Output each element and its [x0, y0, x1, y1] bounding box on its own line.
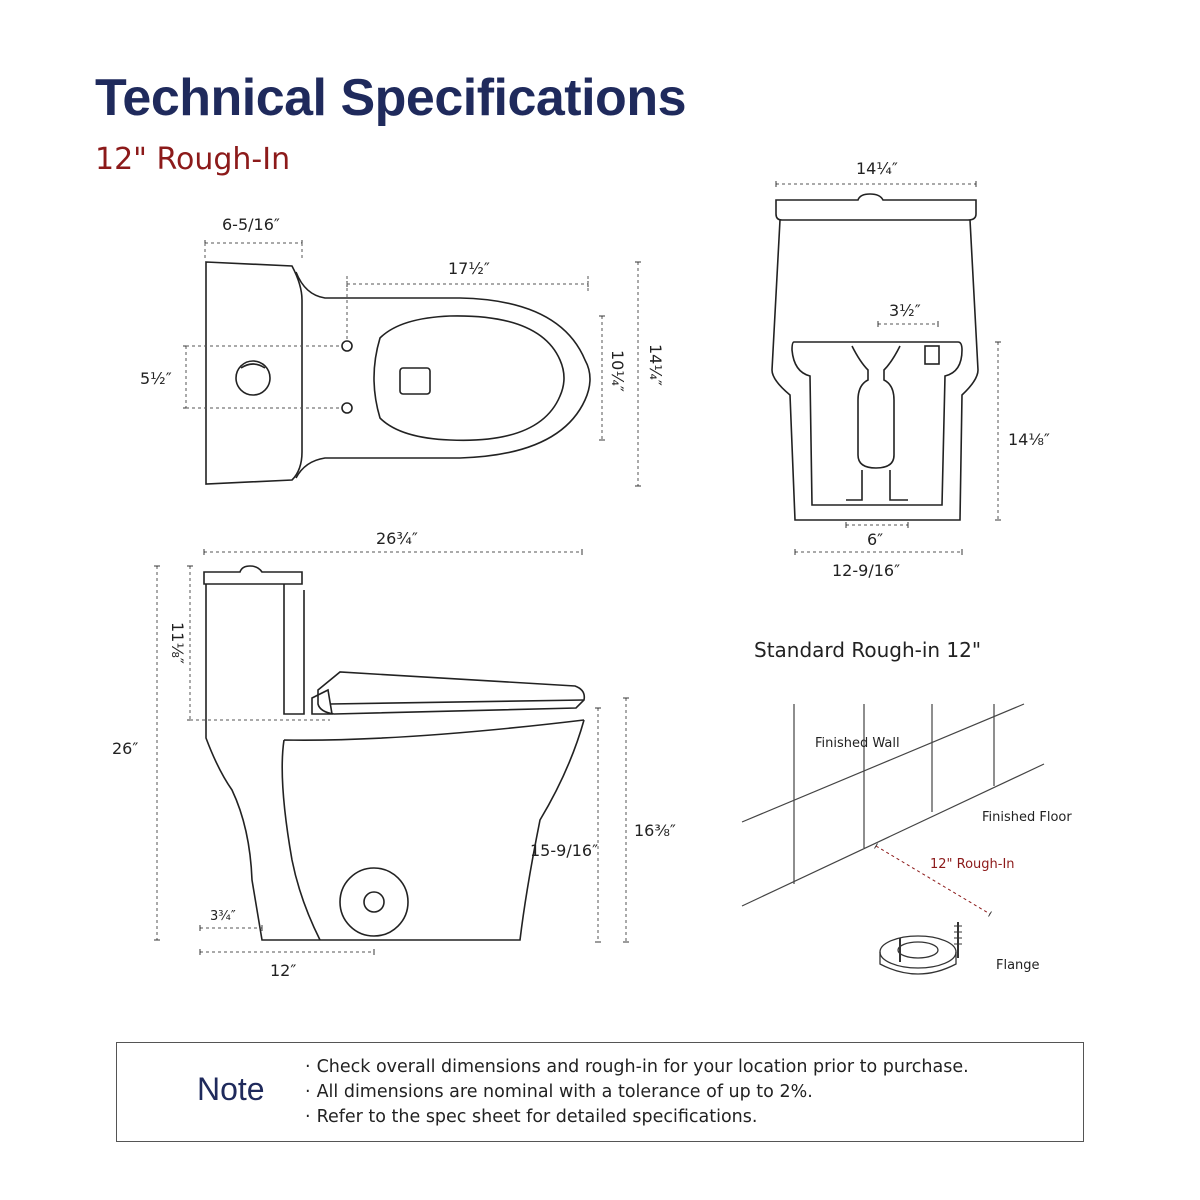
top-flush-button [235, 360, 271, 396]
side-tank-body [205, 584, 585, 941]
side-view-dims [154, 549, 629, 955]
front-dim-base-height: 14⅛″ [1008, 430, 1050, 449]
side-seat [317, 671, 586, 715]
top-bolt-hole-2 [341, 402, 353, 414]
side-dim-seat-height: 16⅜″ [634, 821, 676, 840]
side-dim-bowl-height: 15-9/16″ [530, 841, 598, 860]
note-item: Check overall dimensions and rough-in fo… [305, 1055, 969, 1080]
note-item: All dimensions are nominal with a tolera… [305, 1080, 969, 1105]
front-body-outline [771, 219, 979, 521]
top-dim-seat-width: 10¼″ [608, 350, 627, 392]
top-seat-outline [373, 315, 565, 442]
top-dim-bowl-length: 17½″ [448, 259, 490, 278]
front-fill-valve [924, 345, 940, 365]
top-dim-tank-width: 6-5/16″ [222, 215, 280, 234]
front-dim-valve-spacing: 3½″ [889, 301, 921, 320]
rough-in-wall-label: Finished Wall [815, 736, 900, 751]
side-dim-rough-in: 12″ [270, 961, 296, 980]
front-dim-base-width: 12-9/16″ [832, 561, 900, 580]
page-title: Technical Specifications [95, 69, 687, 127]
top-drain [399, 367, 431, 395]
rough-in-diagram [741, 703, 1045, 907]
top-view-dims [183, 240, 641, 487]
front-trapway [851, 345, 901, 469]
side-drain-inner [363, 891, 385, 913]
side-drain-outer [339, 867, 409, 937]
rough-in-label: 12" Rough-In [930, 857, 1015, 872]
top-dim-overall-width: 14¼″ [646, 344, 665, 386]
side-tank-lid [203, 565, 303, 585]
rough-in-floor-label: Finished Floor [982, 810, 1072, 825]
side-dim-tank-height: 11⅛″ [168, 622, 187, 664]
side-bowl-curve [281, 719, 585, 941]
page-subtitle: 12" Rough-In [95, 142, 291, 177]
side-dim-overall-height: 26″ [112, 739, 138, 758]
front-view-dims [775, 181, 1001, 555]
note-list: Check overall dimensions and rough-in fo… [305, 1055, 969, 1130]
top-bolt-hole-1 [341, 340, 353, 352]
front-view [771, 193, 979, 521]
side-view [203, 565, 586, 941]
front-tank-lid [775, 193, 977, 221]
side-dim-base-offset: 3¾″ [210, 909, 236, 924]
top-dim-hole-spacing: 5½″ [140, 369, 172, 388]
front-bowl-inner [791, 341, 963, 506]
flange-label: Flange [996, 958, 1040, 973]
flange-icon [879, 922, 962, 975]
note-box: Note Check overall dimensions and rough-… [116, 1042, 1084, 1142]
note-label: Note [197, 1071, 265, 1107]
top-tank-outline [205, 261, 303, 485]
top-bowl-outline [295, 271, 591, 479]
rough-in-title: Standard Rough-in 12" [754, 638, 981, 662]
technical-drawing: 6-5/16″ 17½″ 5½″ 10¼″ 14¼″ 14¼″ 3½″ 14⅛″… [112, 159, 1072, 980]
note-item: Refer to the spec sheet for detailed spe… [305, 1105, 969, 1130]
front-dim-tank-width: 14¼″ [856, 159, 898, 178]
rough-in-dimension-line [874, 843, 992, 917]
front-dim-base-inner: 6″ [867, 530, 883, 549]
side-dim-overall-length: 26¾″ [376, 529, 418, 548]
top-view [205, 261, 591, 485]
